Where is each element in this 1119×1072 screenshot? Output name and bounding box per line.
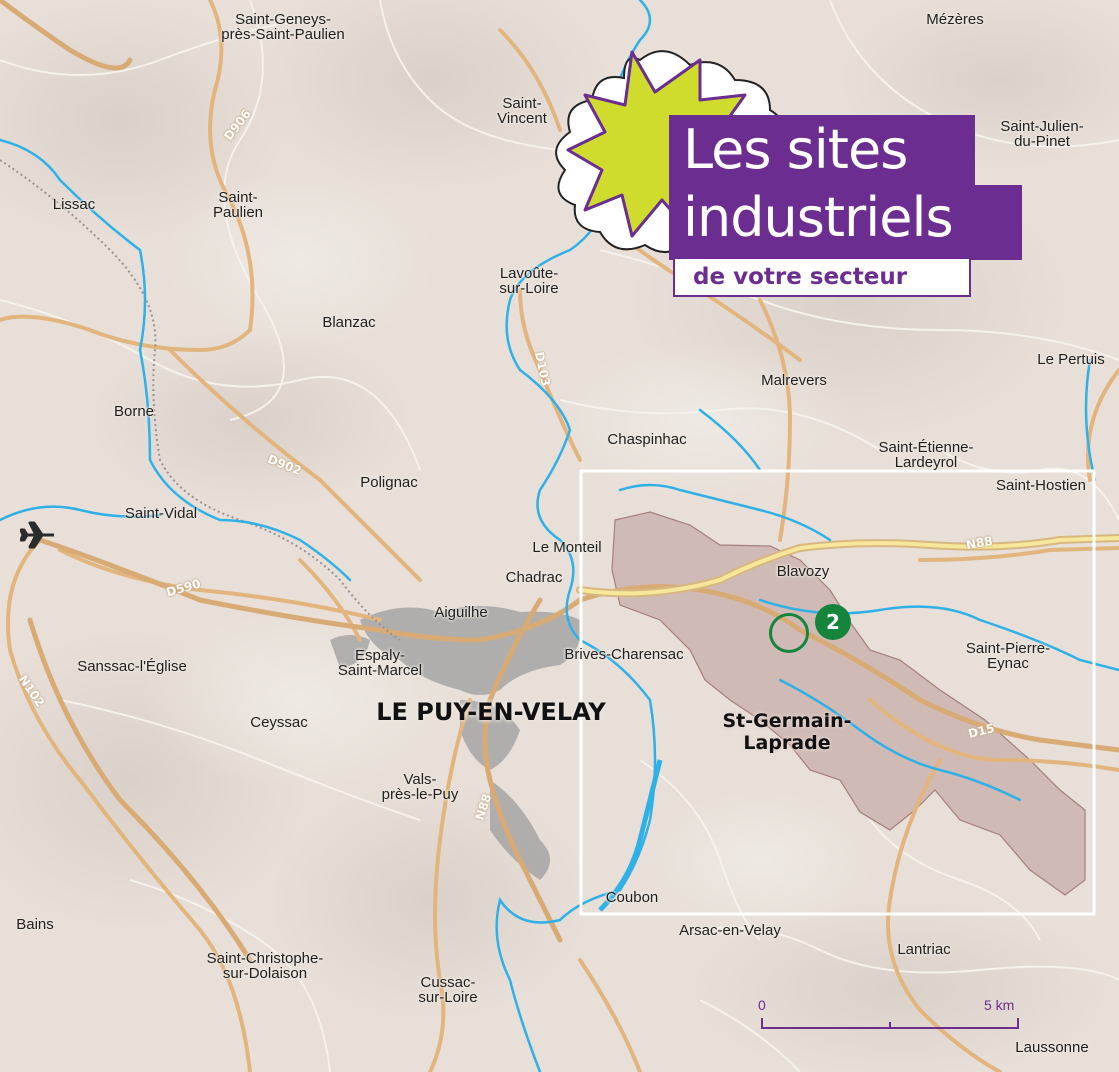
scale-bar [761,1018,1019,1029]
place-label: Malrevers [761,372,827,389]
river-loire [598,759,663,912]
place-label: Ceyssac [250,714,308,731]
place-label: Espaly- Saint-Marcel [337,647,423,679]
title-line-2: industriels [669,185,1022,260]
scale-end-label: 5 km [984,997,1015,1013]
place-label: Laussonne [1015,1039,1089,1056]
place-label: Saint-Vidal [124,505,198,522]
highway-n88 [578,536,1119,596]
place-label: Aiguilhe [434,604,488,621]
main-roads [0,0,1119,963]
place-label: Cussac- sur-Loire [418,974,478,1006]
place-label: Blavozy [776,563,830,580]
place-label: Bains [16,916,54,933]
place-label: Saint-Pierre- Eynac [965,640,1051,672]
place-label: Lantriac [897,941,951,958]
place-label: Le Monteil [532,539,602,556]
place-label: Borne [113,403,155,420]
place-label: Le Pertuis [1037,351,1105,368]
place-label: Brives-Charensac [564,646,684,663]
site-number-badge[interactable]: 2 [815,604,851,640]
place-label: Saint-Hostien [995,477,1087,494]
place-label: Vals- près-le-Puy [381,771,459,803]
place-label: Saint-Christophe- sur-Dolaison [206,950,324,982]
scale-start-label: 0 [758,997,766,1013]
title-line-1: Les sites [669,115,975,189]
focus-frame [579,469,1096,916]
railway [0,159,401,641]
city-label: LE PUY-EN-VELAY [376,698,606,726]
place-label: Chaspinhac [607,431,687,448]
place-label: Chadrac [505,569,563,586]
place-label: Mézères [926,11,984,28]
place-label: Saint-Geneys- près-Saint-Paulien [221,11,345,43]
commune-label: St-Germain- Laprade [722,710,852,754]
place-label: Coubon [605,889,659,906]
airplane-icon [20,521,54,549]
place-label: Polignac [360,474,418,491]
commune-area [611,511,1086,896]
place-label: Saint-Étienne- Lardeyrol [878,439,974,471]
place-label: Sanssac-l'Église [77,658,187,675]
site-location-ring[interactable] [769,613,809,653]
place-label: Lissac [52,196,96,213]
place-label: Arsac-en-Velay [679,922,781,939]
place-label: Blanzac [322,314,376,331]
title-subtitle: de votre secteur [673,257,971,297]
place-label: Lavoûte- sur-Loire [499,265,559,297]
place-label: Saint- Paulien [212,189,264,221]
place-label: Saint- Vincent [497,95,547,127]
place-label: Saint-Julien- du-Pinet [1000,118,1084,150]
